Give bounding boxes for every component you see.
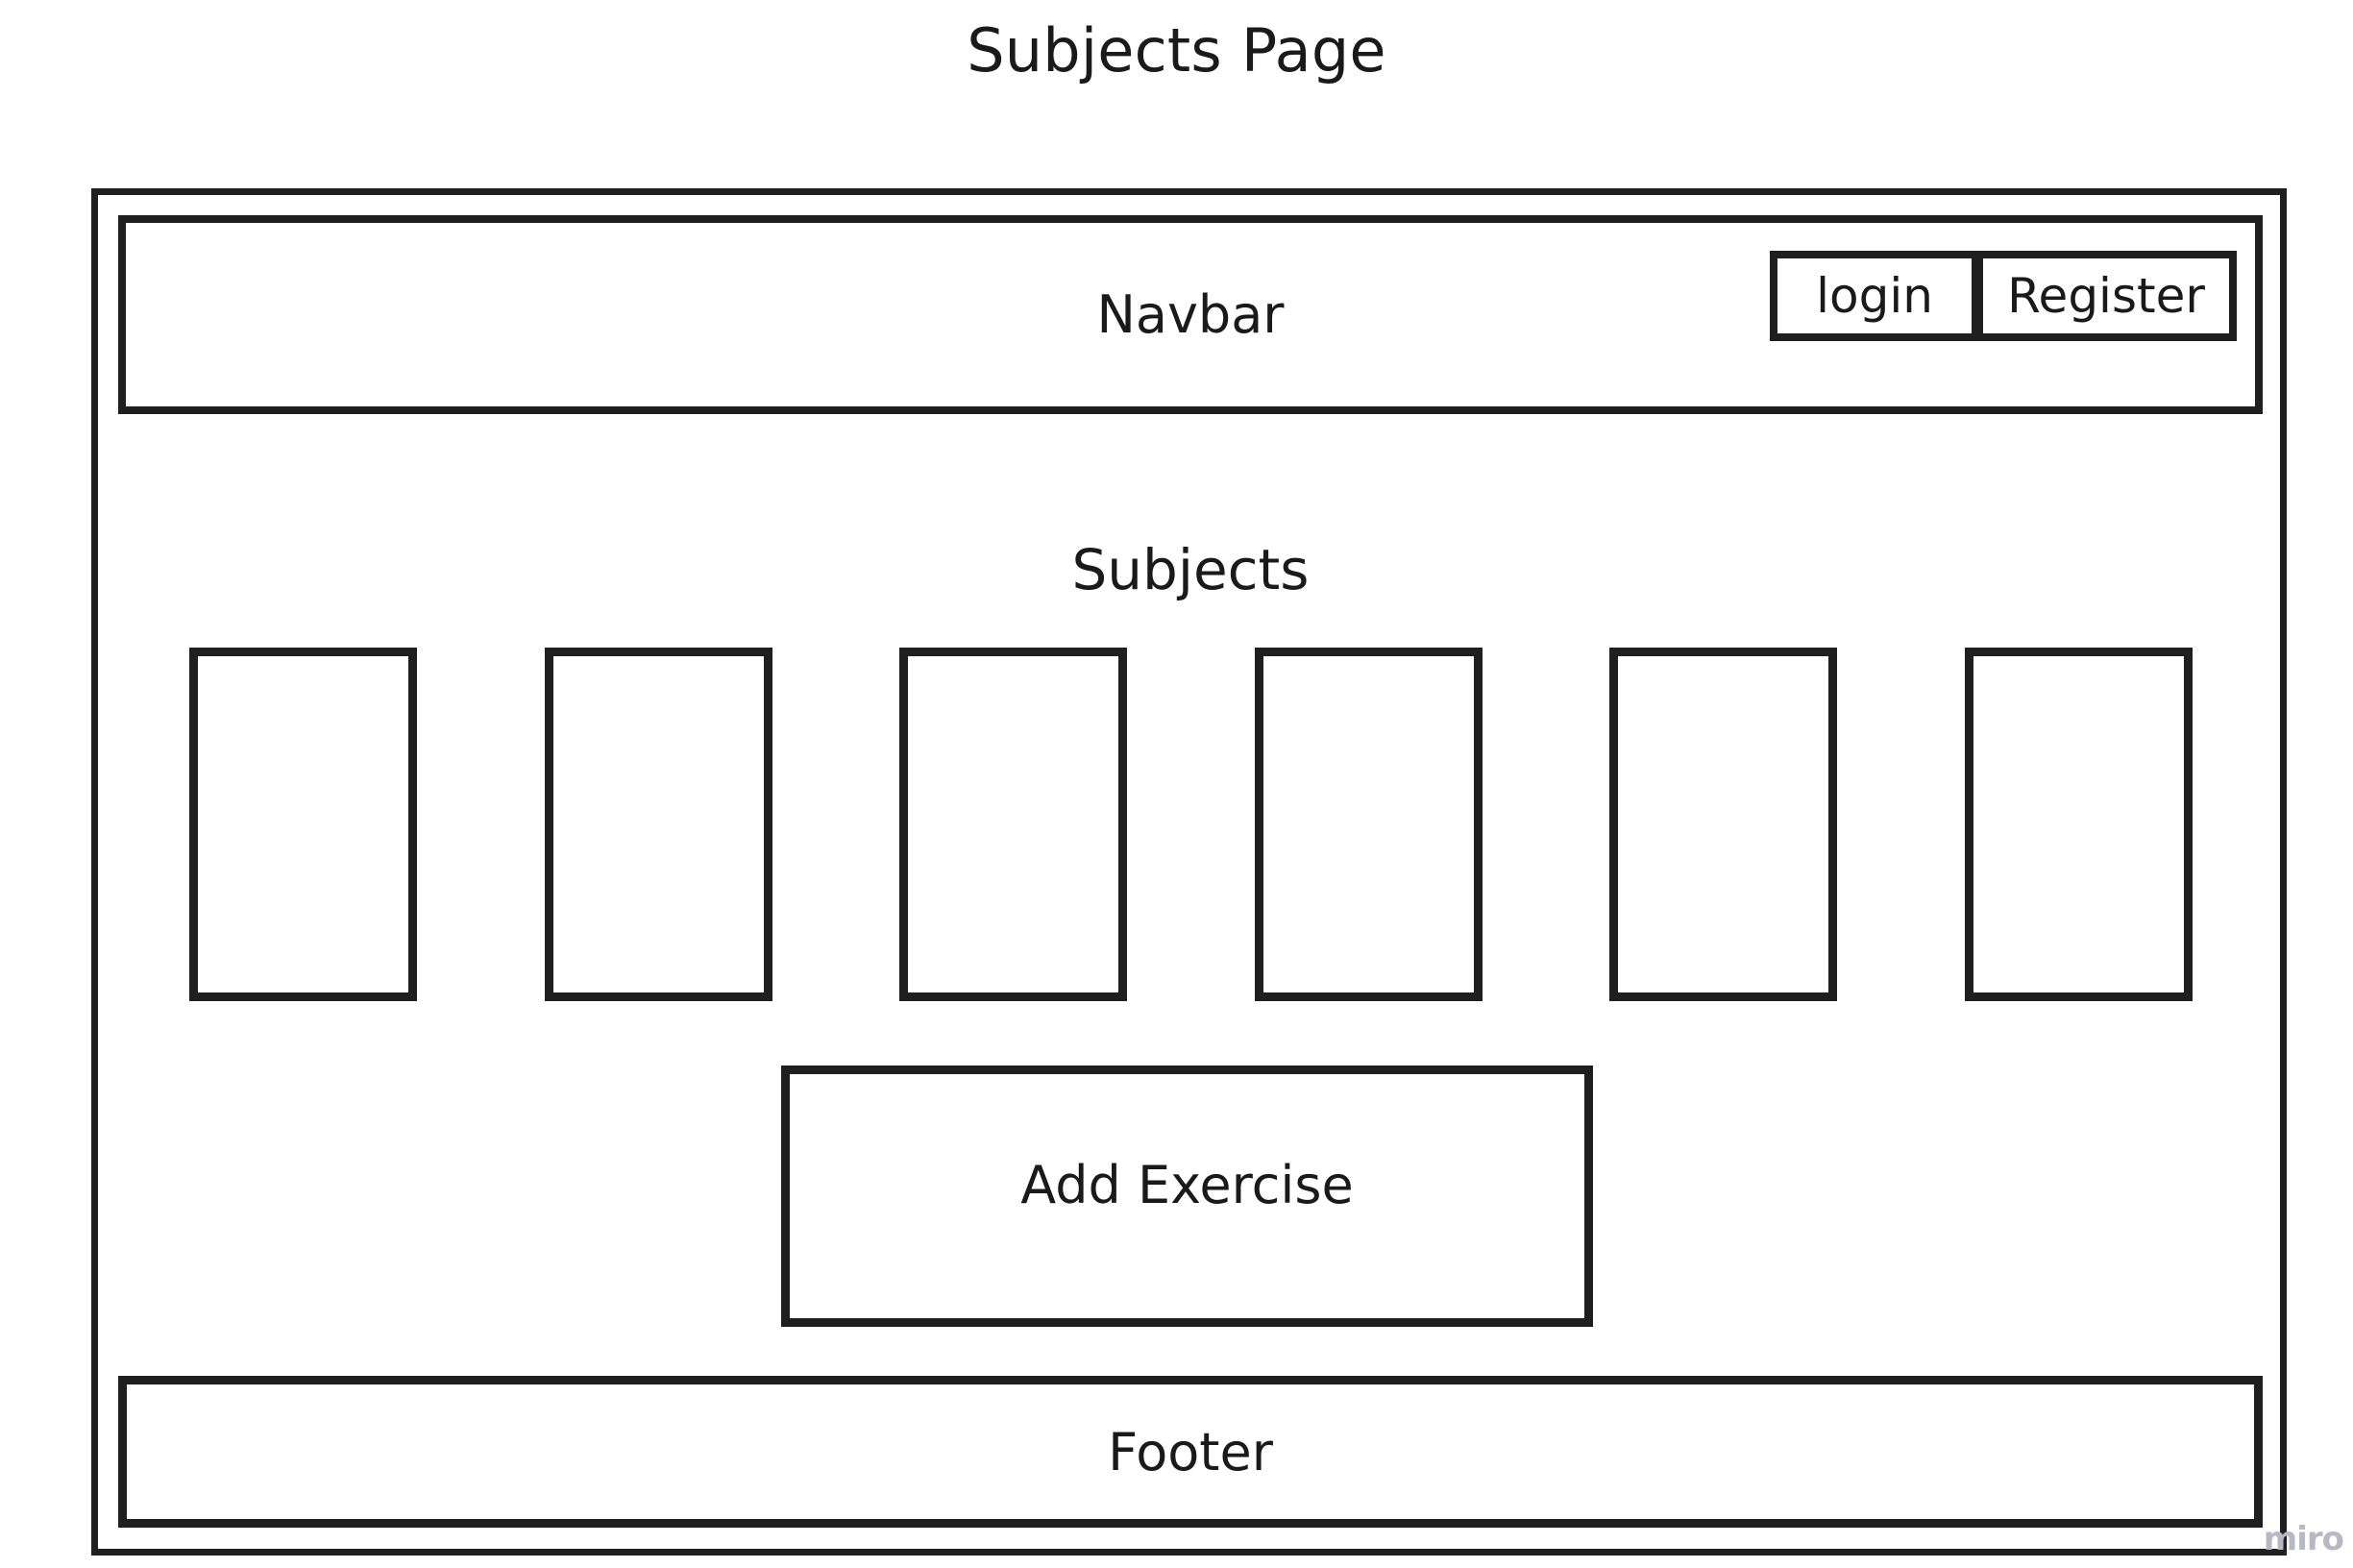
footer: Footer xyxy=(118,1376,2263,1528)
navbar: Navbar login Register xyxy=(118,215,2263,414)
navbar-label: Navbar xyxy=(1096,284,1285,345)
subject-cards-row xyxy=(189,648,2193,1001)
auth-button-group: login Register xyxy=(1770,251,2237,341)
add-exercise-label: Add Exercise xyxy=(1020,1155,1354,1215)
add-exercise-button[interactable]: Add Exercise xyxy=(781,1066,1593,1327)
page-title: Subjects Page xyxy=(967,15,1386,86)
register-button[interactable]: Register xyxy=(1975,251,2237,341)
main-content: Subjects Add Exercise xyxy=(118,414,2263,1381)
subject-card[interactable] xyxy=(544,648,772,1001)
page-frame: Navbar login Register Subjects Add Exerc… xyxy=(91,188,2287,1556)
footer-label: Footer xyxy=(1108,1421,1273,1482)
login-button[interactable]: login xyxy=(1770,251,1979,341)
subject-card[interactable] xyxy=(1254,648,1483,1001)
subject-card[interactable] xyxy=(1609,648,1838,1001)
subjects-heading: Subjects xyxy=(1071,537,1310,602)
subject-card[interactable] xyxy=(189,648,417,1001)
subject-card[interactable] xyxy=(899,648,1128,1001)
miro-watermark: miro xyxy=(2263,1520,2344,1558)
subject-card[interactable] xyxy=(1964,648,2193,1001)
